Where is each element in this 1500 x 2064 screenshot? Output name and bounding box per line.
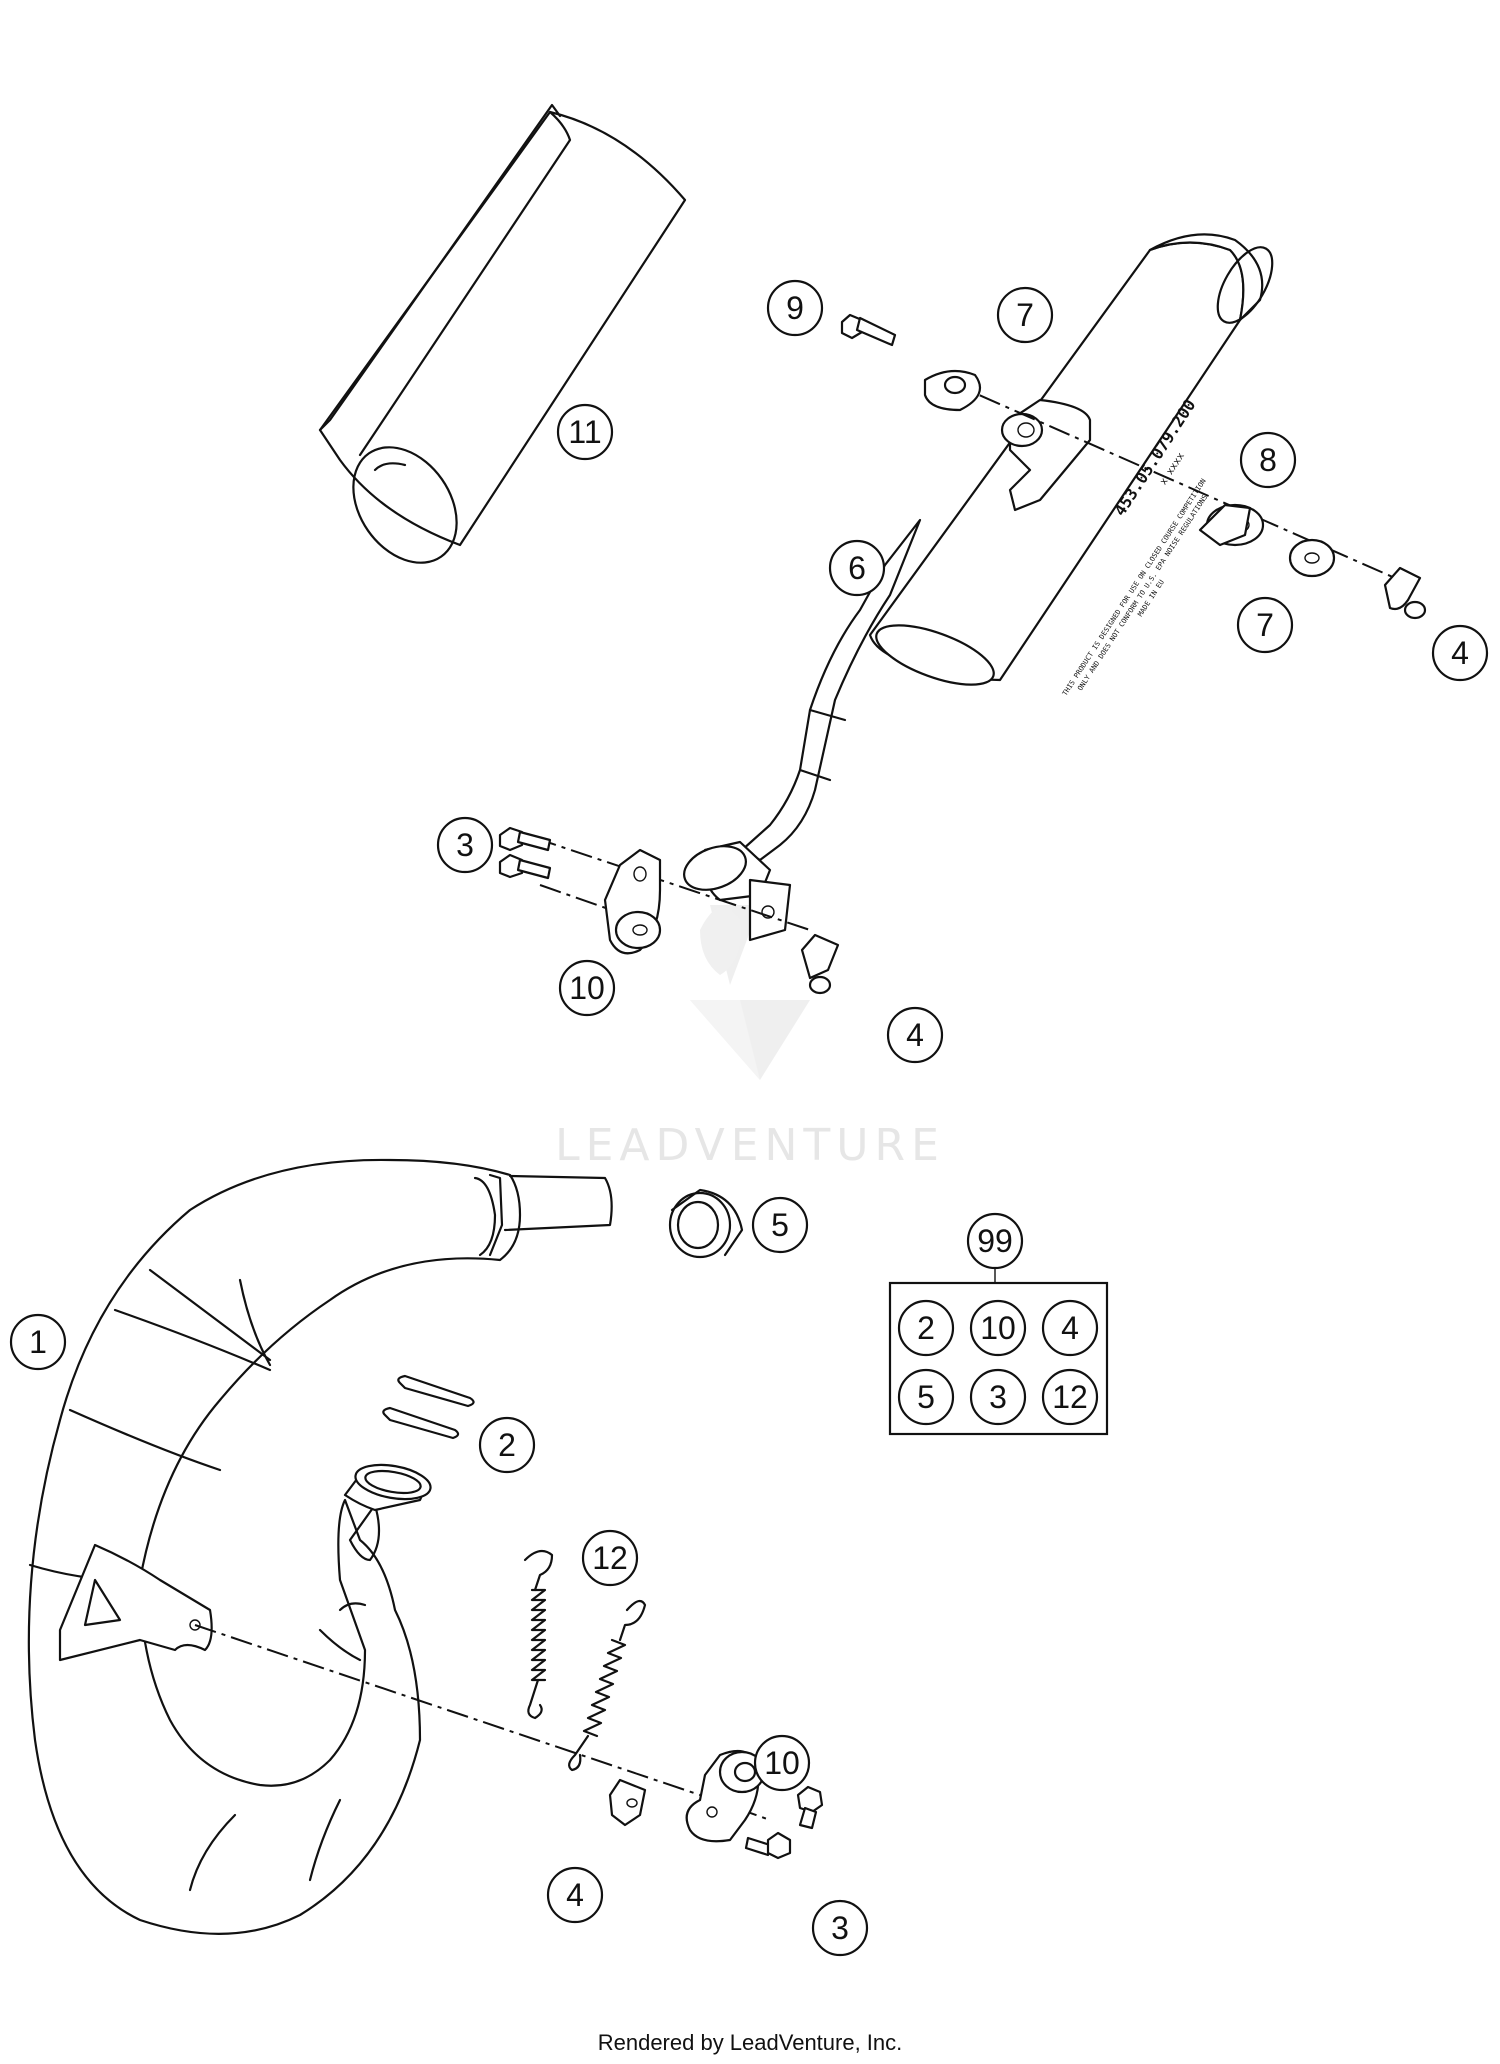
callout-3-lower: 3 [811,1899,869,1957]
callout-4-middle: 4 [886,1006,944,1064]
callout-3-upper-label: 3 [456,827,474,863]
part-1-expansion-chamber [27,1158,613,1935]
callout-8: 8 [1239,431,1297,489]
callout-12-label: 12 [592,1540,628,1576]
kit-item-12: 12 [1041,1368,1099,1426]
kit-item-4-label: 4 [1061,1310,1079,1346]
watermark: LEADVENTURE [555,905,945,1171]
callout-7-upper: 7 [996,286,1054,344]
callout-4-lower-label: 4 [566,1877,584,1913]
upper-fasteners [840,313,1427,620]
callout-5: 5 [751,1196,809,1254]
callout-10-upper-label: 10 [569,970,605,1006]
callout-7-lower-label: 7 [1256,607,1274,643]
kit-item-10-label: 10 [980,1310,1016,1346]
part-5-seal [668,1188,744,1259]
callout-10-lower: 10 [753,1734,811,1792]
footer-credit: Rendered by LeadVenture, Inc. [597,2030,903,2055]
kit-item-3-label: 3 [989,1379,1007,1415]
kit-99-label: 99 [977,1223,1013,1259]
watermark-brand: LEADVENTURE [555,1120,945,1171]
part-12-springs [523,1549,647,1772]
callout-9: 9 [766,279,824,337]
callout-7-lower: 7 [1236,596,1294,654]
kit-item-12-label: 12 [1052,1379,1088,1415]
callout-4-lower: 4 [546,1866,604,1924]
kit-item-4: 4 [1041,1299,1099,1357]
callout-4-middle-label: 4 [906,1017,924,1053]
callout-4-upper: 4 [1431,624,1489,682]
callout-2: 2 [478,1416,536,1474]
kit-item-2-label: 2 [917,1310,935,1346]
callout-10-lower-label: 10 [764,1745,800,1781]
callout-4-upper-label: 4 [1451,635,1469,671]
callout-7-upper-label: 7 [1016,297,1034,333]
kit-item-3: 3 [969,1368,1027,1426]
kit-item-10: 10 [969,1299,1027,1357]
part-11-sleeve [318,103,687,564]
callout-2-label: 2 [498,1427,516,1463]
callout-1-label: 1 [29,1324,47,1360]
lower-mounting-hardware [194,1624,824,1860]
callout-12: 12 [581,1529,639,1587]
kit-item-5: 5 [897,1368,955,1426]
callout-5-label: 5 [771,1207,789,1243]
callout-3-upper: 3 [436,816,494,874]
callout-11-label: 11 [568,414,601,450]
kit-99: 99 2 10 4 5 3 12 [888,1212,1109,1436]
callout-3-lower-label: 3 [831,1910,849,1946]
callout-8-label: 8 [1259,442,1277,478]
middle-mounting-hardware [498,826,840,995]
callout-6: 6 [828,539,886,597]
part-6-muffler: 453.05.079.200 x xxxx THIS PRODUCT IS DE… [683,233,1274,942]
callout-6-label: 6 [848,550,866,586]
kit-item-5-label: 5 [917,1379,935,1415]
part-2-gaskets [382,1374,475,1440]
callout-9-label: 9 [786,290,804,326]
callout-10-upper: 10 [558,959,616,1017]
callout-1: 1 [9,1313,67,1371]
callout-11: 11 [556,403,614,461]
kit-item-2: 2 [897,1299,955,1357]
kit-99-callout: 99 [966,1212,1024,1270]
